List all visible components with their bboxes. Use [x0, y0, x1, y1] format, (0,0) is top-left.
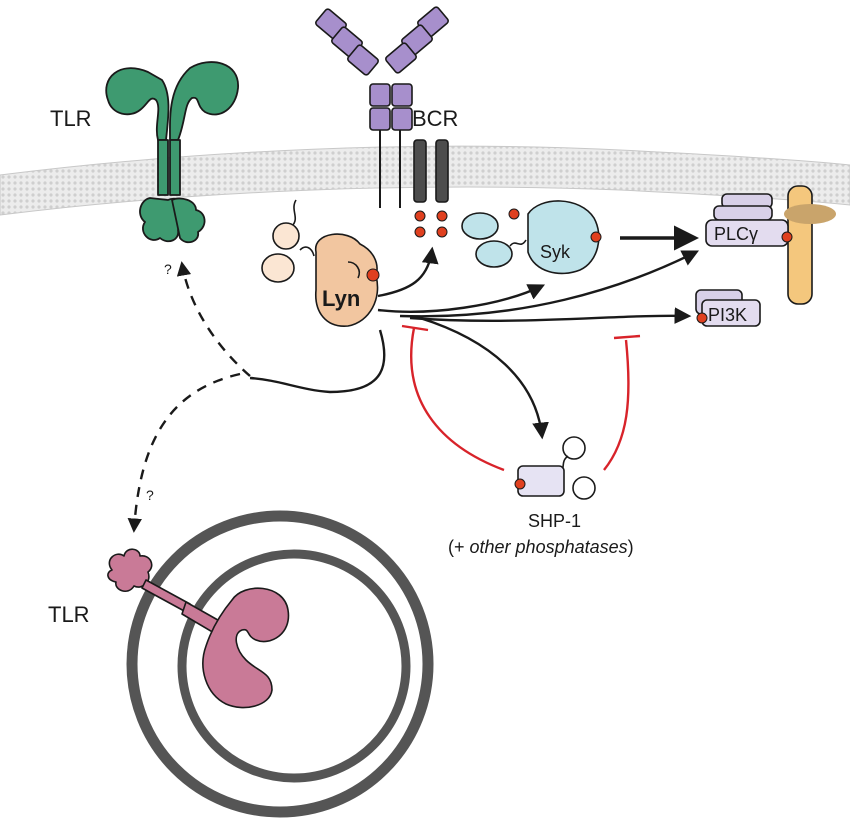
dashed-to-surface-tlr [176, 261, 251, 377]
other-phosphatases-label: (+ other phosphatases) [448, 537, 634, 557]
activation-arrows [249, 225, 700, 440]
question-mark-upper: ? [164, 261, 172, 277]
question-mark-lower: ? [146, 487, 154, 503]
arrow-lyn-to-bcr [377, 246, 439, 298]
arrow-lyn-to-pi3k [409, 307, 692, 325]
plcg-label: PLCγ [714, 224, 758, 244]
pi3k-complex [695, 289, 761, 327]
tlr-surface-receptor [105, 61, 239, 244]
bcr-itam-phospho [414, 210, 448, 238]
inhibition-lines [401, 324, 641, 472]
tlr-endosome-label: TLR [48, 602, 90, 627]
tlr-surface-label: TLR [50, 106, 92, 131]
plcg-complex [705, 185, 836, 305]
arrow-lyn-to-plcg [399, 250, 700, 318]
shp1-label: SHP-1 [528, 511, 581, 531]
shp1-phosphatase [514, 436, 596, 500]
endosome [126, 510, 434, 818]
bcr-receptor [315, 6, 449, 208]
lyn-label: Lyn [322, 286, 360, 311]
arrow-lyn-to-syk [377, 284, 546, 313]
inhibit-shp1-to-pi3k [603, 339, 630, 471]
inhibit-shp1-to-lyn [410, 327, 505, 472]
dashed-to-endosome-tlr [127, 372, 241, 533]
syk-label: Syk [540, 242, 571, 262]
lyn-kinase [261, 199, 380, 327]
tlr-endosomal-receptor [107, 548, 290, 709]
syk-kinase [461, 200, 602, 275]
bcr-label: BCR [412, 106, 458, 131]
lyn-tail [249, 329, 386, 394]
pi3k-label: PI3K [708, 305, 747, 325]
arrow-lyn-to-shp1 [419, 316, 549, 440]
trafficking-arrows [127, 261, 251, 533]
